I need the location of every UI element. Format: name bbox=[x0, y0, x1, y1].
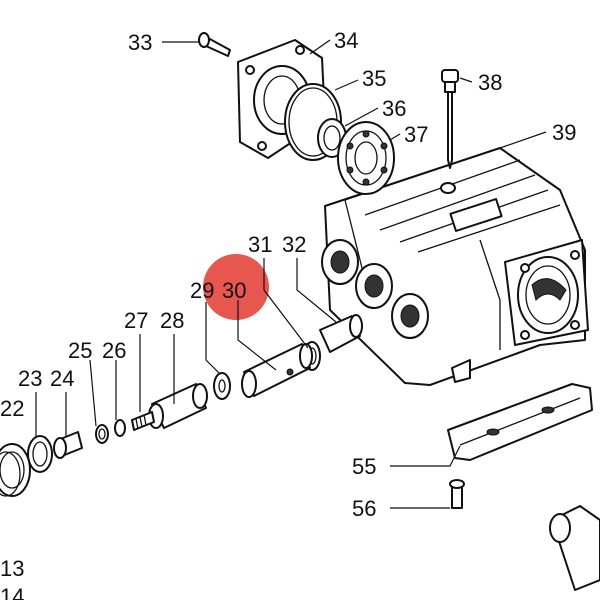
plunger-piston[interactable] bbox=[319, 314, 363, 353]
label-28: 28 bbox=[160, 308, 184, 333]
label-35: 35 bbox=[362, 66, 386, 91]
label-13: 13 bbox=[0, 556, 24, 581]
label-34: 34 bbox=[334, 28, 358, 53]
label-30: 30 bbox=[222, 278, 246, 303]
seal-ring-small[interactable] bbox=[27, 435, 53, 473]
cover-bolt[interactable] bbox=[198, 32, 231, 57]
label-36: 36 bbox=[382, 96, 406, 121]
small-o-ring[interactable] bbox=[95, 424, 109, 444]
label-29: 29 bbox=[190, 278, 214, 303]
plunger-rod[interactable] bbox=[241, 343, 313, 398]
dipstick[interactable] bbox=[441, 69, 459, 169]
label-56: 56 bbox=[352, 496, 376, 521]
label-37: 37 bbox=[404, 122, 428, 147]
label-38: 38 bbox=[478, 70, 502, 95]
label-23: 23 bbox=[18, 366, 42, 391]
mounting-bracket[interactable] bbox=[447, 383, 593, 461]
label-14: 14 bbox=[0, 584, 24, 600]
valve-nut[interactable] bbox=[53, 431, 83, 459]
small-seal[interactable] bbox=[114, 419, 126, 437]
label-25: 25 bbox=[68, 338, 92, 363]
ceramic-sleeve[interactable] bbox=[148, 383, 208, 429]
label-39: 39 bbox=[552, 120, 576, 145]
label-26: 26 bbox=[102, 338, 126, 363]
pump-housing[interactable] bbox=[321, 147, 589, 386]
label-24: 24 bbox=[50, 366, 74, 391]
highlight-marker bbox=[203, 254, 269, 320]
label-55: 55 bbox=[352, 454, 376, 479]
crankshaft-end[interactable] bbox=[549, 505, 600, 591]
label-27: 27 bbox=[124, 308, 148, 333]
leader-lines bbox=[35, 39, 547, 509]
bracket-screw[interactable] bbox=[449, 479, 465, 509]
valve-seat[interactable] bbox=[0, 443, 31, 497]
label-31: 31 bbox=[248, 232, 272, 257]
label-32: 32 bbox=[282, 232, 306, 257]
part-labels: 33 34 35 36 37 38 39 31 32 29 30 27 28 2… bbox=[0, 28, 576, 600]
plunger-washer[interactable] bbox=[213, 372, 231, 400]
label-33: 33 bbox=[128, 30, 152, 55]
label-22: 22 bbox=[0, 396, 24, 421]
ball-bearing[interactable] bbox=[337, 121, 395, 195]
threaded-stud[interactable] bbox=[131, 411, 155, 431]
